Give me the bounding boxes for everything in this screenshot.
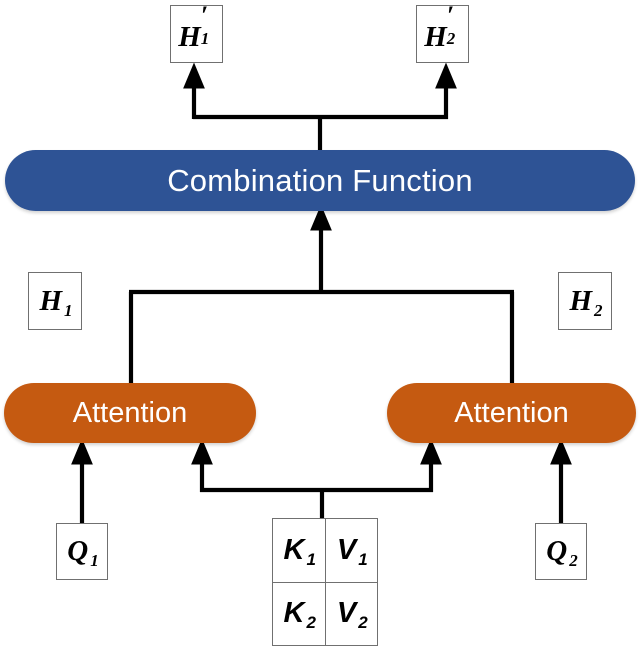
- edge-attentions-to-combination: [128, 204, 515, 398]
- h-prime-1-label: H′1: [178, 2, 215, 53]
- k-2-subscript: 2: [306, 613, 316, 633]
- q-1-base: Q: [67, 535, 89, 567]
- h-prime-2-subscript: 2: [446, 28, 456, 48]
- attention-block-left[interactable]: Attention: [4, 383, 256, 443]
- v-2-base: V: [336, 597, 357, 630]
- h-prime-1-subscript: 1: [200, 28, 210, 48]
- h-prime-1-base: H: [178, 20, 201, 53]
- attention-right-label: Attention: [454, 396, 569, 429]
- edge-combination-to-h-primes: [183, 62, 457, 150]
- edge-kv-to-attentions: [191, 438, 442, 519]
- h-prime-2-prime: ′: [446, 0, 455, 30]
- node-h-prime-1: H′1: [170, 2, 223, 63]
- h-1-base: H: [39, 284, 63, 317]
- q-2-base: Q: [546, 535, 568, 567]
- h-prime-2-affixes: ′2: [446, 2, 461, 48]
- combination-function-label: Combination Function: [167, 162, 473, 198]
- h-2-base: H: [569, 284, 593, 317]
- h-prime-2-label: H′2: [424, 2, 461, 53]
- h-prime-1-prime: ′: [200, 0, 209, 30]
- h-prime-1-affixes: ′1: [200, 2, 215, 48]
- attention-block-right[interactable]: Attention: [387, 383, 636, 443]
- v-2-subscript: 2: [358, 613, 368, 633]
- q-1-subscript: 1: [90, 551, 99, 570]
- h-2-subscript: 2: [594, 300, 603, 320]
- attention-left-label: Attention: [72, 396, 188, 429]
- h-prime-2-base: H: [424, 20, 447, 53]
- v-1-subscript: 1: [358, 549, 368, 569]
- k-1-base: K: [283, 533, 305, 566]
- k-2-base: K: [283, 597, 305, 630]
- q-2-subscript: 2: [569, 551, 578, 570]
- k-1-subscript: 1: [306, 549, 316, 569]
- node-h-prime-2: H′2: [416, 2, 469, 63]
- combination-function-block[interactable]: Combination Function: [5, 150, 635, 211]
- h-1-subscript: 1: [64, 300, 73, 320]
- v-1-base: V: [336, 533, 357, 566]
